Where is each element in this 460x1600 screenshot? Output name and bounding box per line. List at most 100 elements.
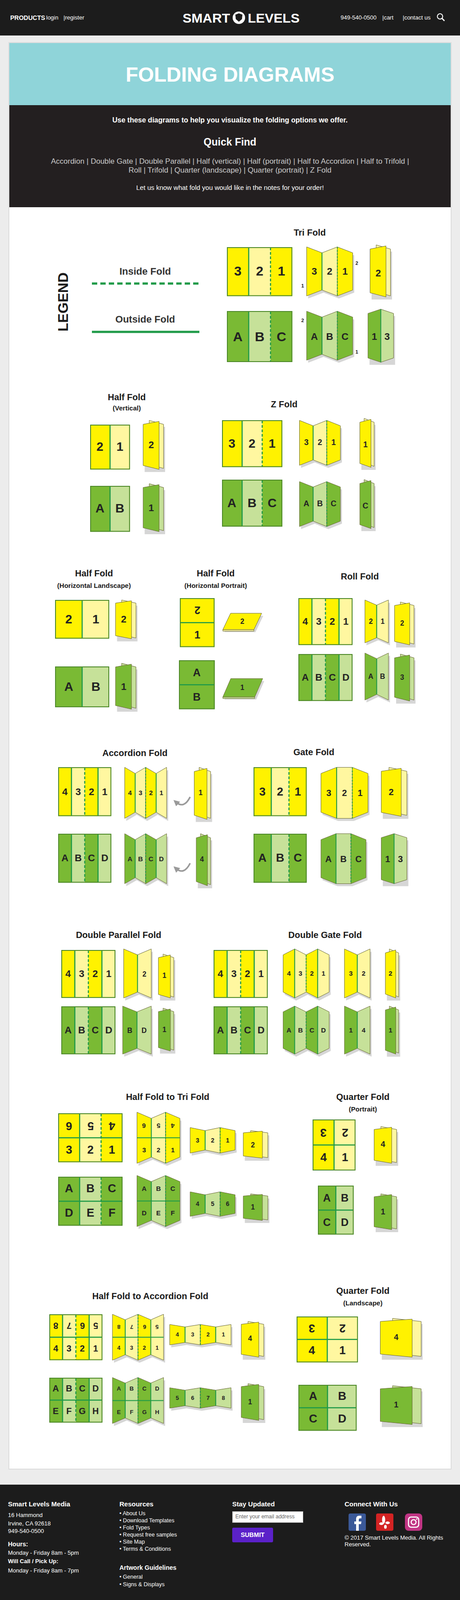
footer-heading: Resources	[119, 1501, 154, 1509]
folded-panel	[196, 835, 208, 887]
folded-panel	[337, 247, 353, 297]
panel-number: 4	[248, 1335, 253, 1344]
fold-line	[109, 486, 111, 532]
panel-number: 2	[368, 618, 373, 627]
fold-line	[326, 420, 328, 466]
folded-panel	[134, 834, 146, 885]
folded-sheet	[243, 1194, 270, 1225]
sheet-panel	[271, 767, 290, 817]
footer-heading: Stay Updated	[232, 1501, 275, 1509]
folded-panel	[357, 1007, 371, 1055]
panel-number: D	[141, 1027, 147, 1036]
fold-line	[71, 834, 73, 883]
footer-link: • Terms & Conditions	[119, 1546, 171, 1554]
sheet-panel	[241, 479, 262, 528]
footer-text: Monday - Friday 8am - 7pm	[7, 1568, 80, 1576]
panel-number: 1	[92, 612, 100, 627]
sheet-panel	[289, 834, 307, 884]
fold-line	[376, 659, 377, 695]
panel-letter: D	[105, 1025, 113, 1037]
panel-number: A	[116, 1386, 121, 1393]
folded-panel	[205, 1192, 221, 1218]
panel-number: 4	[117, 1345, 121, 1353]
folded-panel	[336, 767, 353, 819]
folded-panel	[156, 767, 167, 819]
folded-panel	[394, 655, 410, 702]
panel-number: 2	[96, 440, 104, 455]
panel-number: 7	[66, 1321, 72, 1332]
panel-letter: A	[309, 1390, 318, 1404]
fold-line	[226, 951, 228, 999]
panel-number: C	[142, 1386, 147, 1393]
fold-title: Accordion Fold	[102, 748, 168, 759]
sheet-panel	[253, 767, 272, 817]
sheet-art	[90, 424, 131, 470]
folded-sheet	[321, 834, 368, 887]
panel-number: 7	[130, 1324, 134, 1331]
folded-panel	[190, 1192, 206, 1218]
instagram-icon	[416, 1519, 418, 1521]
fold-line	[58, 1138, 123, 1140]
fold-line	[240, 1007, 242, 1055]
panel-number: 4	[199, 856, 204, 865]
folded-panel	[352, 767, 368, 819]
folded-panel	[374, 1195, 393, 1231]
panel-number: 2	[149, 789, 153, 798]
panel-letter: B	[275, 852, 285, 866]
panel-number: B	[326, 331, 334, 343]
fold-line	[180, 622, 215, 624]
sheet-outline	[61, 1007, 115, 1055]
panel-number: E	[156, 1210, 161, 1218]
fold-line	[294, 1007, 296, 1055]
folded-sheet	[385, 1007, 401, 1058]
fold-title: Quarter Fold	[336, 1286, 390, 1297]
panel-number: 1	[170, 1147, 175, 1155]
folded-sheet	[306, 311, 355, 363]
intro-note: Let us know what fold you would like in …	[136, 183, 325, 192]
panel-letter: D	[257, 1025, 265, 1037]
panel-number: 2	[206, 1332, 210, 1339]
panel-number: 1	[258, 968, 264, 980]
fold-line	[87, 1007, 90, 1055]
folded-panel	[359, 480, 371, 529]
panel-number: 1	[194, 629, 201, 642]
flat-sheet: 21	[90, 424, 131, 470]
fold-line	[269, 311, 272, 362]
folded-panel	[294, 949, 307, 999]
fold-line	[97, 768, 100, 817]
panel-letter: D	[342, 672, 350, 684]
sheet-panel	[240, 1007, 255, 1055]
panel-letter: C	[267, 496, 277, 511]
panel-number: 1	[331, 438, 336, 448]
fold-line	[261, 480, 263, 527]
panel-number: 1	[162, 1026, 167, 1035]
fold-line	[74, 951, 76, 999]
panel-number: 1	[363, 440, 368, 450]
folded-panel	[220, 1128, 236, 1154]
fold-line	[356, 1012, 358, 1050]
panel-number: 3	[130, 1345, 134, 1353]
sheet-panel	[55, 600, 83, 639]
logo-text: SMART	[182, 10, 230, 27]
panel-number: 4	[175, 1332, 179, 1339]
panel-number: 1	[380, 618, 385, 627]
folded-panel	[317, 949, 330, 999]
fold-line	[179, 684, 215, 687]
panel-number: 5	[156, 1122, 161, 1131]
folded-sheet	[115, 663, 138, 713]
footer-panel: Enter your email addressSUBMITSmart Leve…	[0, 1485, 460, 1600]
folded-sheet	[394, 654, 416, 705]
flat-sheet: ABCD	[317, 1186, 354, 1236]
folded-panel	[321, 311, 338, 361]
folded-panel	[306, 949, 318, 999]
flat-sheet: ABCD	[61, 1007, 116, 1055]
footer-heading: Connect With Us	[344, 1501, 398, 1509]
folded-panel	[321, 247, 338, 297]
panel-letter: D	[92, 1384, 99, 1395]
folded-panel	[381, 834, 395, 885]
panel-letter: A	[216, 1025, 224, 1037]
folded-panel	[283, 1007, 295, 1055]
folded-panel	[145, 834, 157, 885]
panel-number: B	[127, 1027, 133, 1036]
